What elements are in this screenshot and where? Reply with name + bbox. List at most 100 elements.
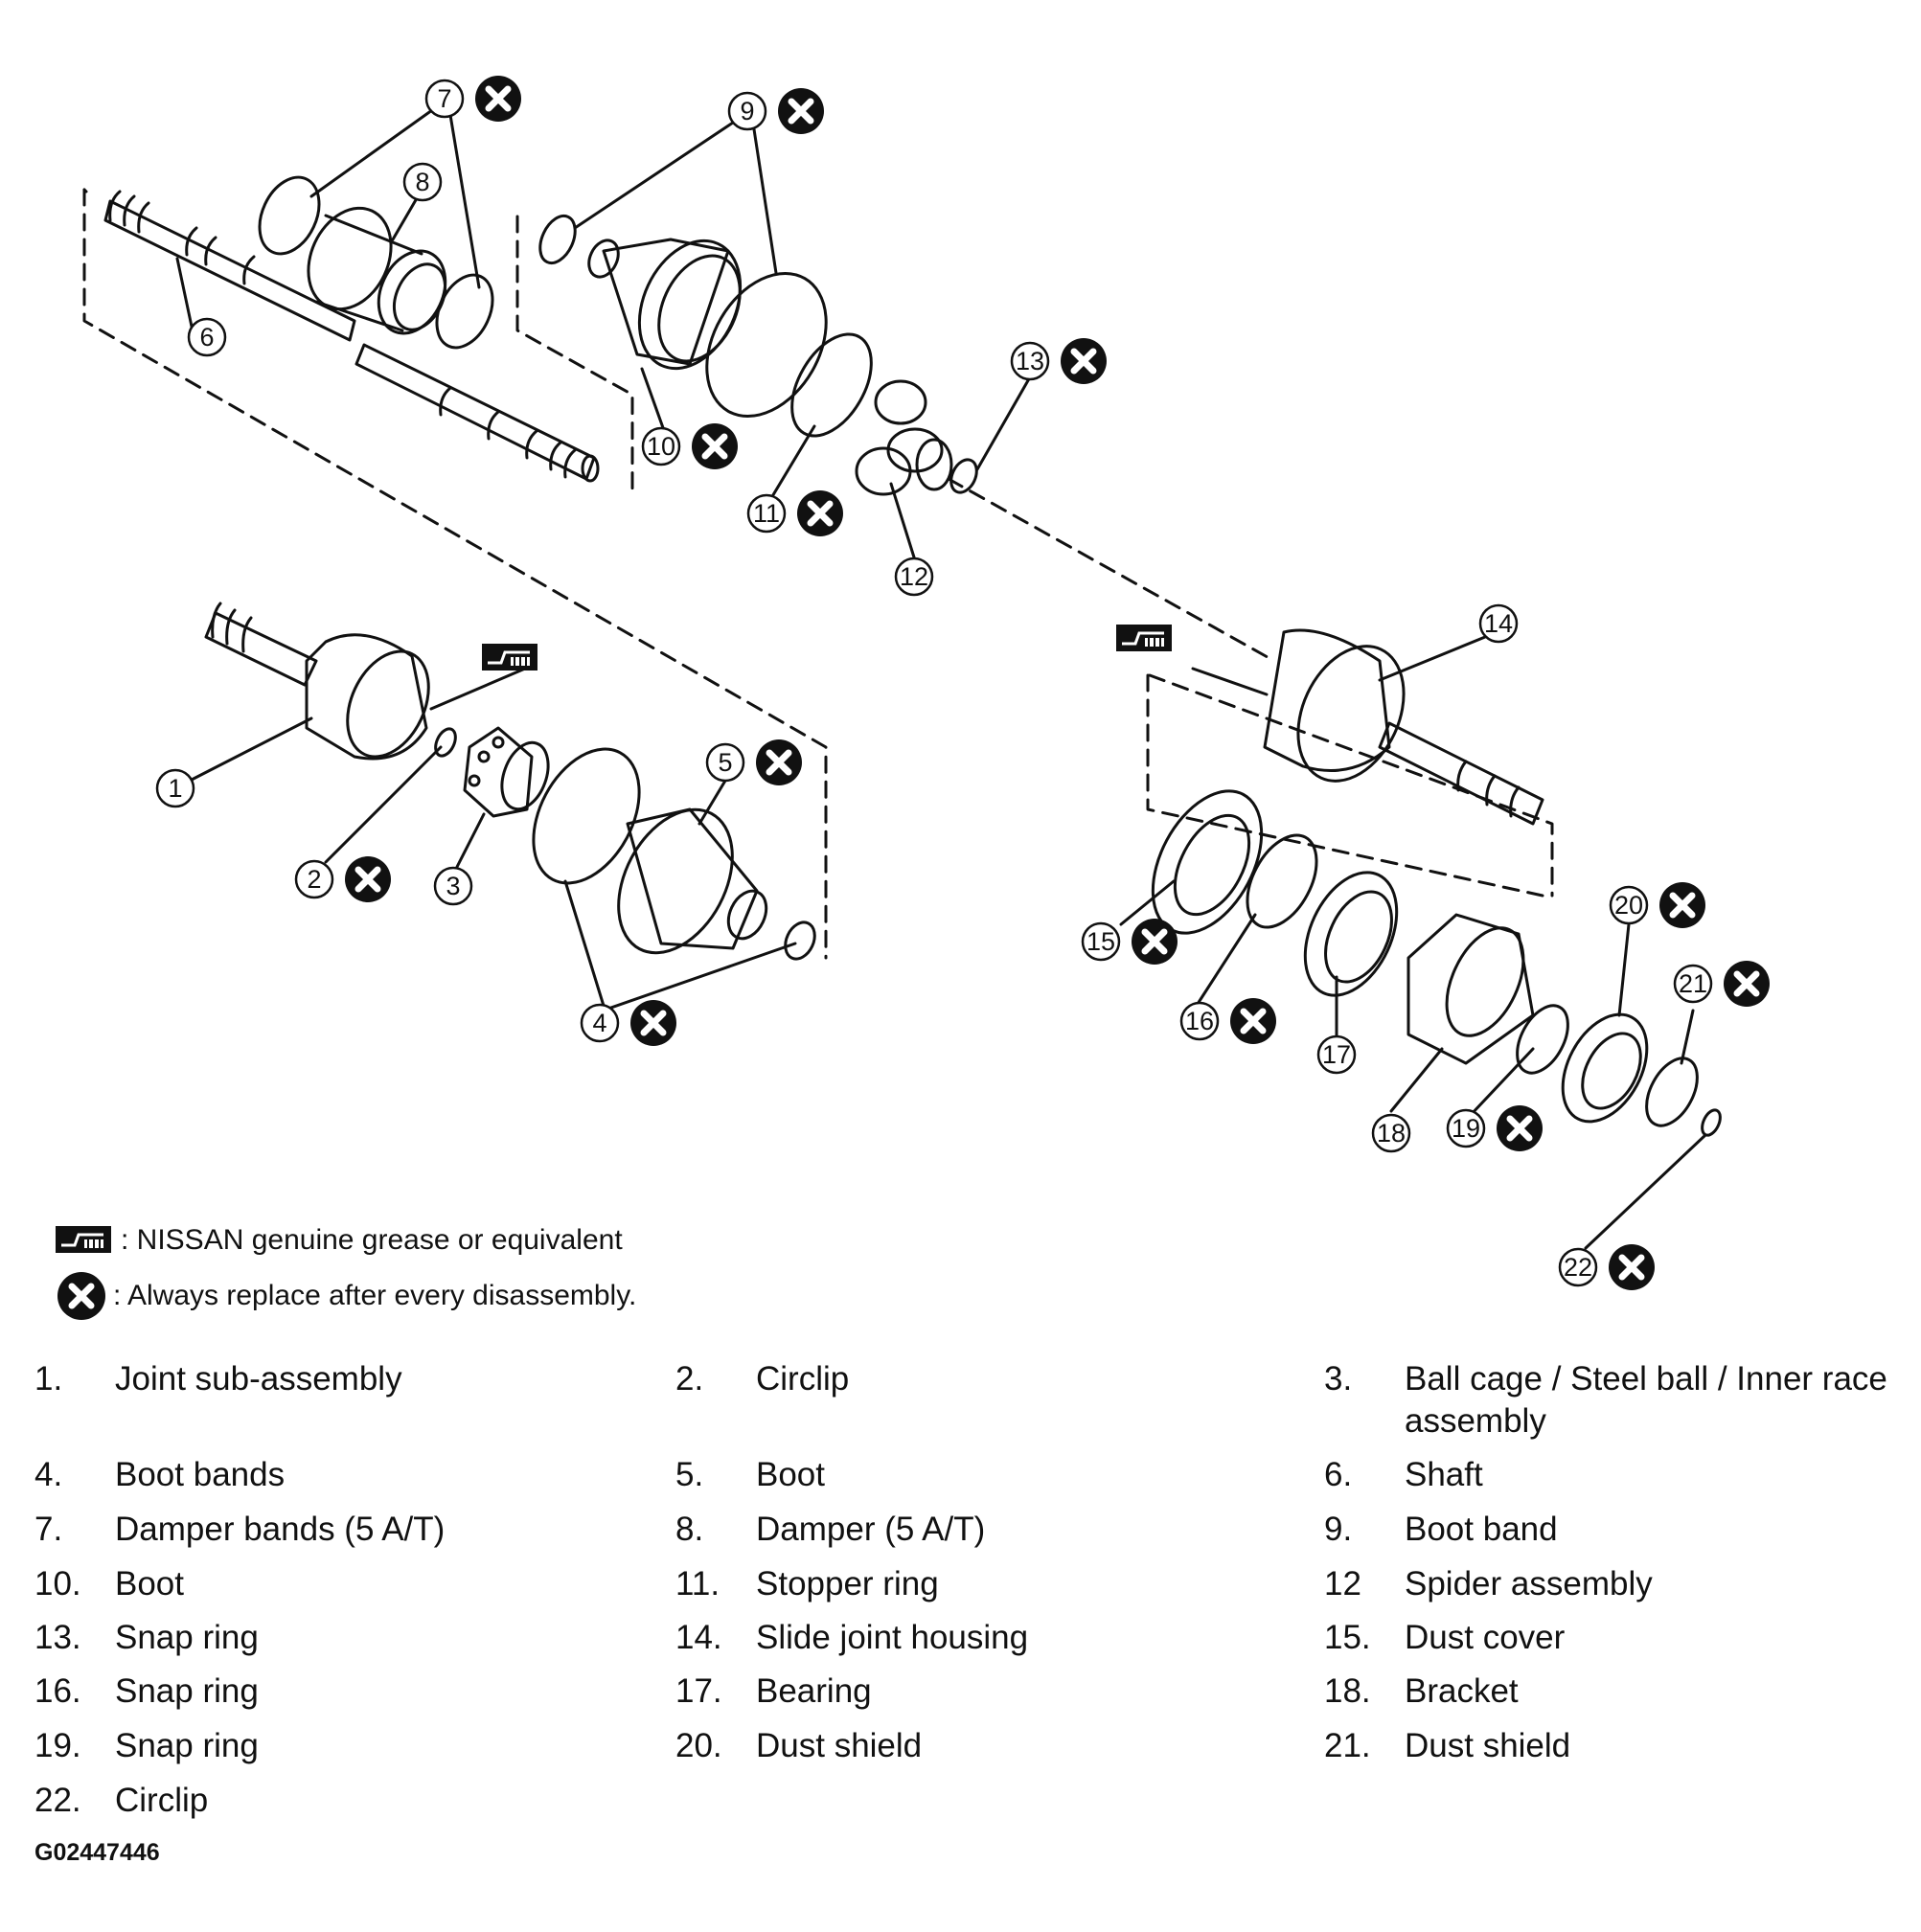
part-number: 14. [675, 1619, 722, 1656]
legend-replace: : Always replace after every disassembly… [56, 1272, 637, 1320]
replace-x-icon [1609, 1244, 1655, 1290]
callout-12: 12 [894, 557, 934, 597]
callout-11: 11 [746, 490, 843, 536]
grease-icon [480, 642, 539, 672]
part-label: Circlip [115, 1782, 209, 1819]
part-number: 20. [675, 1727, 722, 1764]
replace-x-icon [778, 88, 824, 134]
part-label: Boot [115, 1565, 184, 1602]
legend-grease-text: : NISSAN genuine grease or equivalent [121, 1224, 623, 1256]
callout-15: 15 [1081, 919, 1178, 965]
part-number: 4. [34, 1456, 63, 1493]
replace-x-icon [630, 1000, 676, 1046]
callout-16: 16 [1179, 998, 1276, 1044]
callout-13: 13 [1010, 338, 1107, 384]
part-label: Spider assembly [1405, 1565, 1653, 1602]
part-number: 21. [1324, 1727, 1371, 1764]
part-label: Dust shield [1405, 1727, 1571, 1764]
replace-x-icon [1061, 338, 1107, 384]
part-label: Snap ring [115, 1672, 259, 1710]
callout-22: 22 [1558, 1244, 1655, 1290]
part-number: 7. [34, 1511, 63, 1548]
legend-grease: : NISSAN genuine grease or equivalent [56, 1217, 623, 1263]
callout-8: 8 [402, 162, 443, 202]
callout-number: 14 [1484, 609, 1513, 638]
replace-x-icon [1497, 1105, 1543, 1151]
part-label: Stopper ring [756, 1565, 939, 1602]
part-number: 19. [34, 1727, 81, 1764]
callout-number: 2 [307, 865, 321, 894]
part-number: 22. [34, 1782, 81, 1819]
part-label: Bracket [1405, 1672, 1519, 1710]
callout-number: 3 [446, 872, 460, 900]
part-number: 2. [675, 1360, 704, 1398]
part-label: Dust cover [1405, 1619, 1566, 1656]
grease-icon [1114, 623, 1174, 653]
part-number: 18. [1324, 1672, 1371, 1710]
part-label: Ball cage / Steel ball / Inner race asse… [1405, 1360, 1887, 1440]
callout-number: 13 [1016, 347, 1044, 375]
part-label: Snap ring [115, 1727, 259, 1764]
replace-x-icon [475, 76, 521, 122]
callout-number: 10 [647, 432, 675, 461]
callout-number: 7 [437, 84, 451, 113]
callout-10: 10 [641, 423, 738, 469]
replace-x-icon [1230, 998, 1276, 1044]
callout-6: 6 [187, 317, 227, 357]
callout-number: 4 [592, 1009, 606, 1037]
part-number: 1. [34, 1360, 63, 1398]
callout-number: 15 [1086, 927, 1115, 956]
replace-x-icon [1724, 961, 1770, 1007]
part-number: 17. [675, 1672, 722, 1710]
part-label: Snap ring [115, 1619, 259, 1656]
replace-x-icon [756, 739, 802, 785]
callout-number: 12 [900, 562, 928, 591]
part-label: Damper (5 A/T) [756, 1511, 986, 1548]
callout-21: 21 [1673, 961, 1770, 1007]
callout-4: 4 [580, 1000, 676, 1046]
replace-x-icon [345, 856, 391, 902]
callout-17: 17 [1316, 1034, 1357, 1075]
replace-x-icon [1659, 882, 1705, 928]
callout-number: 17 [1322, 1040, 1351, 1069]
callout-number: 16 [1185, 1007, 1214, 1035]
part-label: Boot band [1405, 1511, 1558, 1548]
part-number: 16. [34, 1672, 81, 1710]
callout-5: 5 [705, 739, 802, 785]
part-label: Boot bands [115, 1456, 286, 1493]
part-number: 8. [675, 1511, 704, 1548]
callout-9: 9 [727, 88, 824, 134]
callout-19: 19 [1446, 1105, 1543, 1151]
part-number: 13. [34, 1619, 81, 1656]
part-label: Slide joint housing [756, 1619, 1029, 1656]
callout-number: 20 [1614, 891, 1643, 920]
legend-replace-text: : Always replace after every disassembly… [113, 1280, 637, 1311]
callout-2: 2 [294, 856, 391, 902]
callout-number: 19 [1452, 1114, 1480, 1143]
callout-1: 1 [155, 768, 195, 808]
figure-code: G02447446 [34, 1839, 160, 1866]
callout-number: 21 [1679, 969, 1707, 998]
part-number: 15. [1324, 1619, 1371, 1656]
part-label: Damper bands (5 A/T) [115, 1511, 446, 1548]
part-number: 11. [675, 1565, 720, 1602]
part-number: 9. [1324, 1511, 1353, 1548]
callout-number: 8 [415, 168, 429, 196]
part-label: Bearing [756, 1672, 872, 1710]
part-label: Boot [756, 1456, 825, 1493]
callout-number: 6 [199, 323, 214, 352]
part-number: 5. [675, 1456, 704, 1493]
callout-3: 3 [433, 866, 473, 906]
callout-number: 22 [1564, 1253, 1592, 1282]
callout-number: 18 [1377, 1119, 1406, 1148]
part-number: 6. [1324, 1456, 1353, 1493]
replace-x-icon [692, 423, 738, 469]
replace-x-icon [797, 490, 843, 536]
callout-20: 20 [1609, 882, 1705, 928]
part-number: 3. [1324, 1360, 1353, 1398]
part-number: 10. [34, 1565, 81, 1602]
part-label: Joint sub-assembly [115, 1360, 402, 1398]
callout-7: 7 [424, 76, 521, 122]
callout-14: 14 [1478, 603, 1519, 644]
